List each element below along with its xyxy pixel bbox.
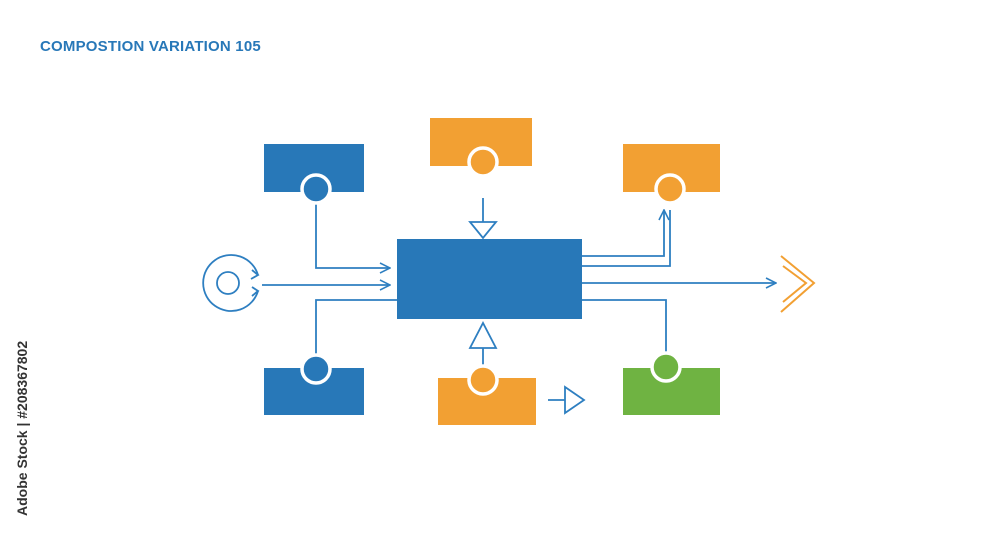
top-right-node-circle: [654, 173, 686, 205]
connector-top-right-a: [582, 210, 664, 257]
connector-bottom-left: [315, 299, 397, 358]
triangle-up-icon: [468, 321, 498, 349]
triangle-right-icon: [564, 385, 586, 415]
connector-top-left: [315, 192, 390, 268]
bottom-right-node-circle: [650, 351, 682, 383]
bottom-center-node-circle: [467, 364, 499, 396]
double-chevron-right-icon: [780, 255, 816, 313]
cycle-icon: [202, 254, 260, 312]
triangle-down-icon: [468, 221, 498, 240]
top-left-node-circle: [300, 173, 332, 205]
connectors: [262, 192, 776, 401]
connector-bottom-right: [582, 299, 667, 355]
center-box: [397, 239, 582, 319]
top-center-node-circle: [467, 146, 499, 178]
connector-top-right-b: [582, 210, 671, 267]
bottom-left-node-circle: [300, 353, 332, 385]
page-title: COMPOSTION VARIATION 105: [40, 38, 261, 55]
